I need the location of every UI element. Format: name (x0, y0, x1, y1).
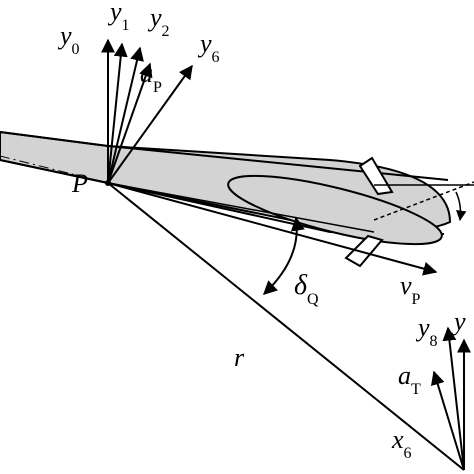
axis-vectors-at-target (430, 326, 471, 471)
small-angle-arc (455, 191, 467, 222)
point-p-marker (105, 180, 111, 186)
label-ap: aP (140, 59, 162, 96)
label-yT: y (451, 307, 466, 336)
y1-axis-arrow (107, 42, 128, 184)
missile-centerline (0, 155, 109, 184)
label-y6: y6 (197, 29, 220, 66)
y8-axis-arrow (442, 326, 465, 471)
aT-vector-arrow (430, 370, 465, 471)
missile-axis-line (107, 182, 375, 233)
label-y0: y0 (57, 21, 80, 58)
label-y8: y8 (415, 313, 438, 350)
delta-q-angle-arc (262, 216, 305, 295)
line-of-sight-r (107, 182, 465, 471)
dotted-extension-line (373, 181, 474, 221)
label-delta-q: δQ (294, 270, 319, 308)
label-r: r (234, 343, 245, 372)
label-y1: y1 (107, 0, 130, 34)
y2-axis-arrow (107, 46, 144, 184)
ap-vector-arrow (107, 62, 153, 184)
label-vp: vP (400, 271, 421, 308)
label-y2: y2 (147, 3, 170, 40)
label-aT: aT (398, 361, 421, 398)
label-x6: x6 (391, 425, 412, 462)
axis-vectors-at-p (101, 38, 465, 471)
missile-body (0, 130, 452, 246)
label-p: P (71, 169, 88, 198)
y6-axis-arrow (107, 64, 193, 184)
